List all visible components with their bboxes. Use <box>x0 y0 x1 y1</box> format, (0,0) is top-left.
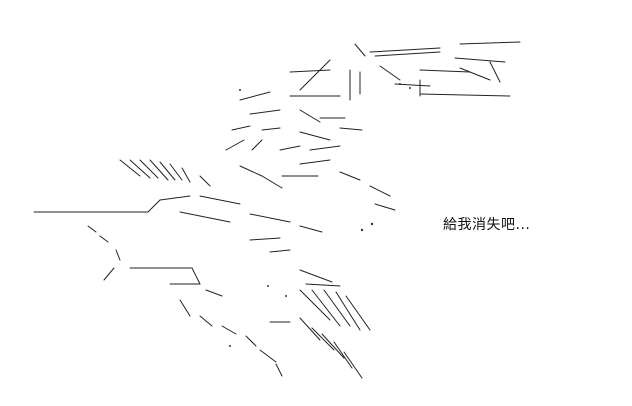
body-lines <box>179 237 371 379</box>
hair-spikes <box>119 159 396 211</box>
face-lines <box>225 59 363 151</box>
speck-dots <box>229 83 411 347</box>
arm-lines <box>33 195 323 297</box>
head-flame-lines <box>354 41 521 97</box>
caption-text: 給我消失吧... <box>443 217 531 233</box>
